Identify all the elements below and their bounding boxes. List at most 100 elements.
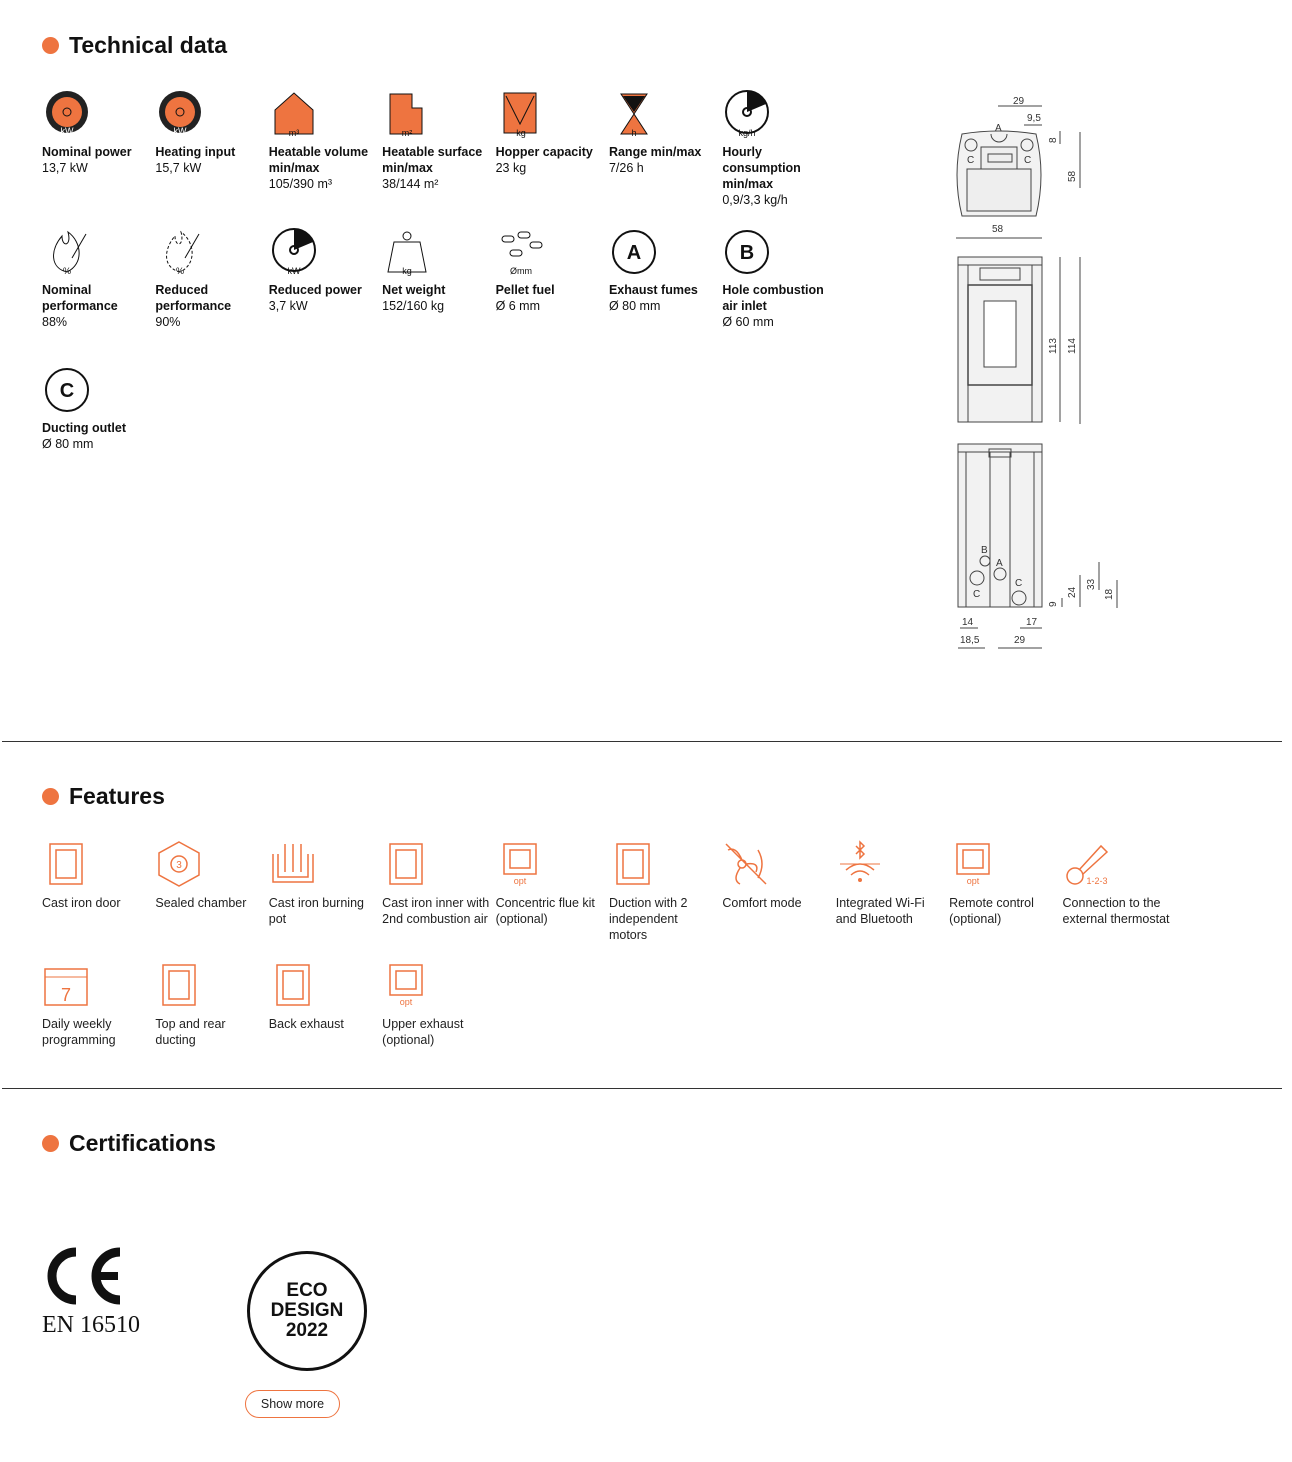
feature-item: Top and rear ducting bbox=[155, 961, 268, 1082]
tech-item-label: Heatable volume min/max bbox=[268, 145, 369, 175]
dim-depth: 58 bbox=[1067, 170, 1078, 182]
flame-gauge-icon: kW bbox=[159, 91, 202, 136]
design-text: DESIGN bbox=[270, 1300, 344, 1321]
dim-height-113: 113 bbox=[1048, 338, 1059, 354]
dim-9: 9 bbox=[1048, 601, 1059, 607]
section-divider bbox=[2, 741, 1282, 742]
feature-item: Cast iron burning pot bbox=[269, 840, 382, 961]
dim-14: 14 bbox=[962, 617, 974, 628]
certifications-heading: Certifications bbox=[42, 1130, 216, 1157]
feature-label: Remote control (optional) bbox=[949, 896, 1034, 926]
house-icon: m³ bbox=[274, 92, 314, 138]
bullet-dot bbox=[42, 37, 59, 54]
feature-item: Comfort mode bbox=[722, 840, 835, 961]
year-text: 2022 bbox=[285, 1320, 329, 1341]
tech-item-label: Nominal performance bbox=[42, 283, 118, 313]
feature-label: Top and rear ducting bbox=[155, 1017, 226, 1047]
svg-text:B: B bbox=[740, 242, 754, 264]
label-a-top: A bbox=[995, 123, 1002, 134]
label-c-side-right: C bbox=[1015, 578, 1022, 589]
svg-text:kg: kg bbox=[516, 128, 526, 138]
dim-29: 29 bbox=[1014, 635, 1026, 646]
tech-item-value: 13,7 kW bbox=[42, 161, 88, 175]
dual-motors-icon bbox=[616, 843, 650, 885]
wifi-bluetooth-icon bbox=[839, 840, 880, 882]
tech-item-label: Nominal power bbox=[42, 145, 132, 159]
svg-text:Ømm: Ømm bbox=[510, 266, 532, 276]
calendar-icon: 7 bbox=[44, 968, 88, 1006]
tech-item-label: Heatable surface min/max bbox=[382, 145, 483, 175]
technical-data-heading: Technical data bbox=[42, 32, 227, 59]
tech-item-value: 152/160 kg bbox=[382, 299, 445, 313]
feature-label: Upper exhaust (optional) bbox=[382, 1017, 464, 1047]
tech-item-value: 90% bbox=[155, 315, 181, 329]
ce-mark-logo bbox=[47, 1247, 121, 1305]
svg-text:7: 7 bbox=[61, 985, 71, 1005]
feature-item: Cast iron door bbox=[42, 840, 155, 961]
pellets-icon: Ømm bbox=[501, 231, 543, 276]
svg-text:kg/h: kg/h bbox=[739, 128, 756, 138]
dim-depth-small: 8 bbox=[1048, 137, 1059, 143]
section-divider bbox=[2, 1088, 1282, 1089]
feature-label: Duction with 2 independent motors bbox=[608, 896, 688, 942]
tech-item-value: 38/144 m² bbox=[382, 177, 439, 191]
feature-label: Integrated Wi-Fi and Bluetooth bbox=[835, 896, 925, 926]
label-c-side-left: C bbox=[973, 589, 980, 600]
tech-item-label: Hopper capacity bbox=[495, 145, 593, 159]
label-c-top-right: C bbox=[1024, 155, 1031, 166]
tech-item-label: Range min/max bbox=[608, 145, 702, 159]
upper-exhaust-icon: opt bbox=[389, 964, 423, 1007]
svg-text:kW: kW bbox=[287, 266, 301, 276]
thermostat-icon: 1-2-3 bbox=[1065, 844, 1108, 886]
letter-c-icon: C bbox=[45, 368, 89, 412]
reduced-gauge-icon: kW bbox=[271, 228, 316, 276]
top-rear-ducting-icon bbox=[162, 964, 197, 1006]
weight-icon: kg bbox=[387, 231, 427, 276]
feature-label: Daily weekly programming bbox=[42, 1017, 116, 1047]
svg-text:1-2-3: 1-2-3 bbox=[1086, 876, 1107, 886]
show-more-button[interactable]: Show more bbox=[245, 1390, 340, 1418]
dim-top-offset: 9,5 bbox=[1027, 113, 1041, 124]
svg-text:m²: m² bbox=[402, 128, 413, 138]
tech-item-label: Reduced power bbox=[268, 283, 362, 297]
tech-item-label: Net weight bbox=[382, 283, 446, 297]
floorplan-icon: m² bbox=[389, 93, 423, 138]
en-standard-label: EN 16510 bbox=[42, 1312, 140, 1338]
svg-text:opt: opt bbox=[400, 997, 413, 1007]
cast-iron-door-icon bbox=[49, 843, 83, 885]
svg-text:kW: kW bbox=[174, 126, 188, 136]
tech-item: % Nominal performance 88% bbox=[42, 228, 155, 366]
section-title: Features bbox=[69, 783, 165, 809]
flame-percent-icon: % bbox=[53, 230, 87, 276]
svg-text:opt: opt bbox=[967, 876, 980, 886]
section-title: Technical data bbox=[69, 32, 228, 58]
tech-item-value: 88% bbox=[42, 315, 68, 329]
sealed-chamber-icon: 3 bbox=[158, 841, 201, 887]
svg-text:3: 3 bbox=[177, 860, 183, 871]
flame-percent-dashed-icon: % bbox=[166, 230, 200, 276]
letter-b-icon: B bbox=[725, 230, 770, 274]
dim-width: 58 bbox=[992, 224, 1004, 235]
bullet-dot bbox=[42, 1135, 59, 1152]
tech-item-value: Ø 80 mm bbox=[608, 299, 661, 313]
svg-text:%: % bbox=[63, 266, 71, 276]
feature-label: Cast iron inner with 2nd combustion air bbox=[382, 896, 490, 926]
tech-item-label: Ducting outlet bbox=[42, 421, 127, 435]
letter-a-icon: A bbox=[611, 230, 656, 274]
dim-18: 18 bbox=[1104, 588, 1115, 600]
svg-text:%: % bbox=[176, 266, 184, 276]
cast-iron-inner-icon bbox=[389, 843, 423, 885]
feature-label: Comfort mode bbox=[722, 896, 802, 910]
